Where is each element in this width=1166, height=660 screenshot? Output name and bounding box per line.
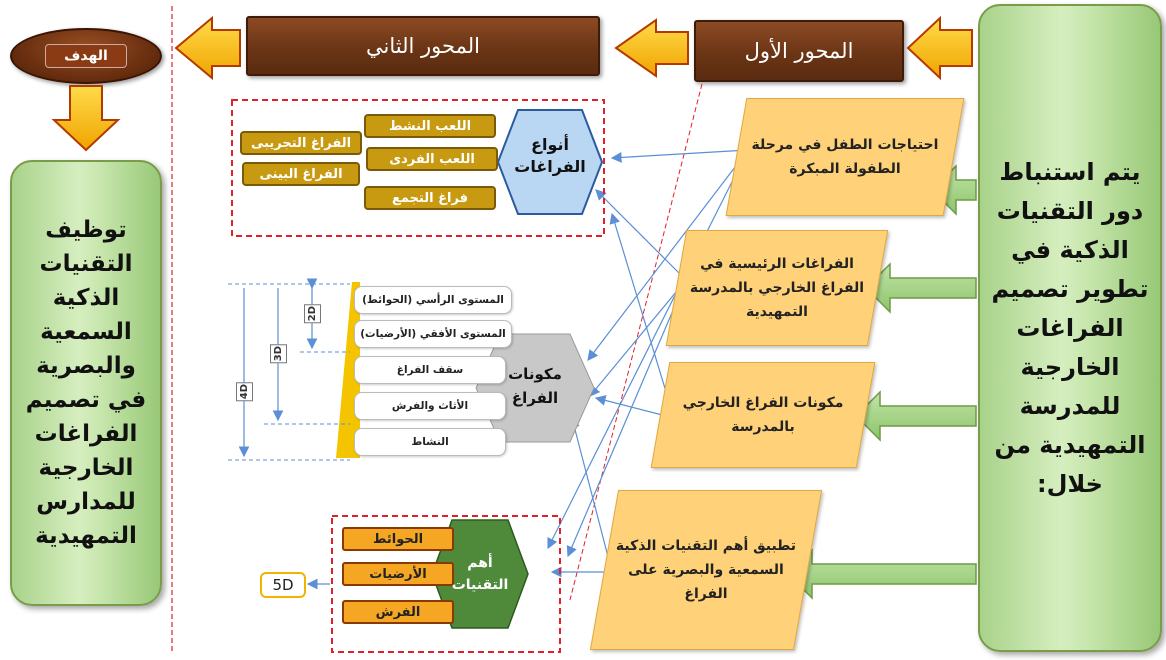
green-arrow-4 [786,548,977,600]
tech-furnishing: الفرش [342,600,454,624]
type-individual-play: اللعب الفردى [366,147,498,171]
type-active-play-label: اللعب النشط [388,118,472,134]
header-arrow-left [174,15,241,81]
output-5d-box: 5D [260,572,306,598]
output-5d-label: 5D [272,576,294,594]
level-activity: النشاط [354,428,506,456]
level-ceiling-label: سقف الفراغ [396,364,464,376]
dimension-4d: 4D [236,382,253,402]
tech-walls: الحوائط [342,527,454,551]
tech-floors: الأرضيات [342,562,454,586]
green-arrow-2 [864,262,977,314]
space-types-box [231,99,605,237]
type-in-between: الفراغ البينى [242,162,360,186]
main-spaces-box: الفراغات الرئيسية في الفراغ الخارجي بالم… [665,230,889,346]
type-individual-play-label: اللعب الفردى [389,151,475,167]
level-furniture: الأثاث والفرش [354,392,506,420]
main-spaces-text: الفراغات الرئيسية في الفراغ الخارجي بالم… [689,256,865,320]
apply-tech-text: تطبيق أهم التقنيات الذكية السمعية والبصر… [615,538,797,602]
tech-walls-label: الحوائط [372,531,424,547]
type-gathering-label: فراغ التجمع [391,190,469,206]
right-summary-panel: يتم استنباط دور التقنيات الذكية في تطوير… [978,4,1162,652]
dimension-2d: 2D [304,304,321,324]
axis2-header: المحور الثاني [246,16,600,76]
goal-down-arrow [51,85,121,152]
outdoor-components-box: مكونات الفراغ الخارجي بالمدرسة [650,362,876,468]
level-horizontal-label: المستوى الأفقي (الأرضيات) [360,328,506,340]
header-arrow-right [906,15,973,81]
outdoor-components-text: مكونات الفراغ الخارجي بالمدرسة [682,395,844,435]
space-components-label: مكونات الفراغ [508,365,562,407]
level-vertical-label: المستوى الرأسي (الحوائط) [362,294,504,306]
tech-furnishing-label: الفرش [375,604,421,620]
middle-divider-line [569,83,703,601]
goal-oval: الهدف [10,28,162,84]
level-vertical: المستوى الرأسي (الحوائط) [354,286,512,314]
left-goal-text: توظيف التقنيات الذكية السمعية والبصرية ف… [25,217,147,549]
type-experimental-label: الفراغ التجريبى [250,135,352,151]
level-furniture-label: الأثاث والفرش [391,400,469,412]
dimension-3d: 3D [270,344,287,364]
left-goal-panel: توظيف التقنيات الذكية السمعية والبصرية ف… [10,160,162,606]
space-types-hex [496,109,604,215]
type-gathering: فراغ التجمع [364,186,496,210]
apply-tech-box: تطبيق أهم التقنيات الذكية السمعية والبصر… [589,490,823,650]
goal-label: الهدف [45,44,127,68]
type-in-between-label: الفراغ البينى [259,166,343,182]
axis2-label: المحور الثاني [366,34,480,58]
right-summary-text: يتم استنباط دور التقنيات الذكية في تطوير… [991,157,1149,498]
space-types-label: أنواع الفراغات [514,135,586,176]
technologies-box [331,515,561,653]
level-ceiling: سقف الفراغ [354,356,506,384]
axis1-header: المحور الأول [694,20,904,82]
axis1-label: المحور الأول [744,39,854,63]
technologies-label: أهم التقنيات [451,555,509,593]
green-arrow-3 [854,390,977,442]
child-needs-box: احتياجات الطفل في مرحلة الطفولة المبكرة [725,98,965,216]
type-active-play: اللعب النشط [364,114,496,138]
header-arrow-middle [614,18,689,78]
level-activity-label: النشاط [411,436,449,448]
type-experimental: الفراغ التجريبى [240,131,362,155]
child-needs-text: احتياجات الطفل في مرحلة الطفولة المبكرة [751,137,939,177]
level-horizontal: المستوى الأفقي (الأرضيات) [354,320,512,348]
tech-floors-label: الأرضيات [369,566,427,582]
